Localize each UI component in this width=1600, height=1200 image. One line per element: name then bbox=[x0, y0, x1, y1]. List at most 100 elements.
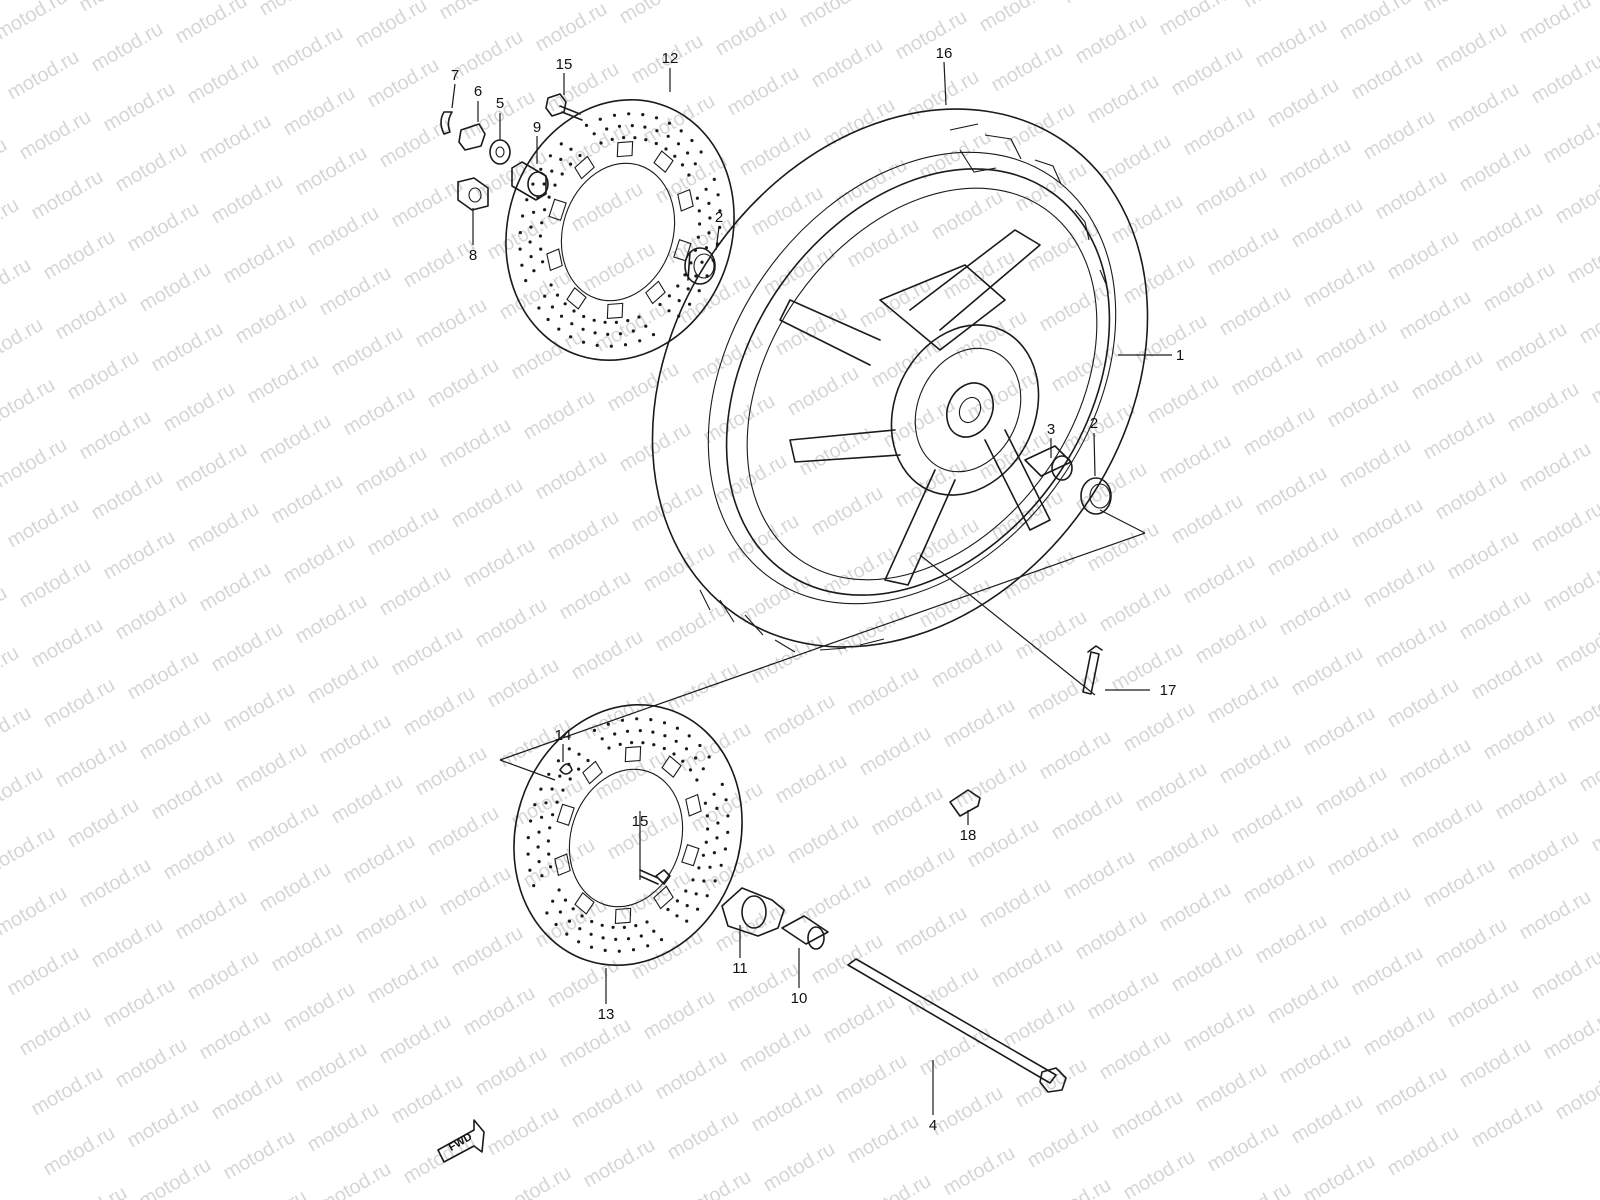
watermark-text: motod.ru bbox=[652, 598, 731, 657]
watermark-text: motod.ru bbox=[112, 138, 191, 197]
nut-shape bbox=[457, 177, 489, 211]
watermark-text: motod.ru bbox=[1204, 1118, 1283, 1177]
disc-drill-hole bbox=[687, 734, 691, 738]
disc-drill-hole bbox=[557, 888, 561, 892]
disc-drill-hole bbox=[701, 767, 705, 771]
callout-3: 3 bbox=[1047, 421, 1055, 438]
disc-drill-hole bbox=[641, 113, 645, 117]
watermark-text: motod.ru bbox=[1108, 1086, 1187, 1145]
watermark-text: motod.ru bbox=[1360, 554, 1439, 613]
disc-drill-hole bbox=[679, 129, 683, 133]
watermark-text: motod.ru bbox=[328, 322, 407, 381]
watermark-text: motod.ru bbox=[856, 722, 935, 781]
watermark-text: motod.ru bbox=[0, 642, 23, 701]
watermark-text: motod.ru bbox=[196, 558, 275, 617]
watermark-text: motod.ru bbox=[88, 466, 167, 525]
watermark-text: motod.ru bbox=[676, 1166, 755, 1200]
disc-drill-hole bbox=[557, 327, 561, 331]
disc-drill-hole bbox=[549, 283, 553, 287]
watermark-text: motod.ru bbox=[448, 474, 527, 533]
disc-drill-hole bbox=[605, 127, 609, 131]
callout-labels: 1 2 2 3 4 5 6 7 8 9 10 11 12 13 14 15 15… bbox=[451, 45, 1184, 1134]
watermark-text: motod.ru bbox=[1564, 678, 1600, 737]
watermark-text: motod.ru bbox=[1240, 850, 1319, 909]
watermark-text: motod.ru bbox=[400, 234, 479, 293]
watermark-text: motod.ru bbox=[868, 334, 947, 393]
disc-drill-hole bbox=[667, 294, 672, 298]
watermark-text: motod.ru bbox=[1240, 402, 1319, 461]
disc-drill-hole bbox=[633, 136, 637, 140]
disc-drill-hole bbox=[697, 866, 701, 870]
disc-drill-hole bbox=[626, 319, 630, 323]
disc-drill-hole bbox=[617, 949, 621, 953]
disc-drill-hole bbox=[592, 318, 596, 322]
watermark-text: motod.ru bbox=[1072, 10, 1151, 69]
watermark-text: motod.ru bbox=[1516, 886, 1595, 945]
disc-drill-hole bbox=[559, 142, 563, 146]
watermark-text: motod.ru bbox=[76, 854, 155, 913]
disc-drill-hole bbox=[590, 919, 594, 924]
watermark-text: motod.ru bbox=[1048, 786, 1127, 845]
callout-4: 4 bbox=[929, 1117, 937, 1134]
disc-carrier-slot bbox=[661, 755, 682, 779]
watermark-text: motod.ru bbox=[304, 202, 383, 261]
tire-bead bbox=[707, 151, 1117, 605]
disc-drill-hole bbox=[700, 260, 704, 264]
watermark-text: motod.ru bbox=[0, 582, 11, 641]
watermark-text: motod.ru bbox=[640, 538, 719, 597]
watermark-text: motod.ru bbox=[100, 974, 179, 1033]
disc-drill-hole bbox=[677, 314, 681, 318]
disc-drill-hole bbox=[551, 813, 555, 817]
disc-drill-hole bbox=[707, 231, 711, 235]
watermark-text: motod.ru bbox=[76, 0, 155, 16]
disc-drill-hole bbox=[533, 803, 537, 807]
watermark-text: motod.ru bbox=[1276, 582, 1355, 641]
watermark-text: motod.ru bbox=[616, 866, 695, 925]
watermark-text: motod.ru bbox=[1384, 226, 1463, 285]
watermark-text: motod.ru bbox=[292, 142, 371, 201]
watermark-text: motod.ru bbox=[1540, 558, 1600, 617]
disc-carrier-slot bbox=[685, 793, 702, 817]
watermark-text: motod.ru bbox=[904, 514, 983, 573]
watermark-text: motod.ru bbox=[40, 1122, 119, 1181]
watermark-text: motod.ru bbox=[232, 738, 311, 797]
watermark-text: motod.ru bbox=[580, 1134, 659, 1193]
callout-18: 18 bbox=[960, 827, 977, 844]
watermark-text: motod.ru bbox=[556, 118, 635, 177]
watermark-text: motod.ru bbox=[172, 438, 251, 497]
disc-drill-hole bbox=[724, 798, 728, 802]
watermark-text: motod.ru bbox=[940, 246, 1019, 305]
watermark-text: motod.ru bbox=[880, 0, 959, 4]
watermark-text: motod.ru bbox=[16, 554, 95, 613]
disc-drill-hole bbox=[528, 240, 532, 244]
disc-drill-hole bbox=[542, 182, 546, 186]
watermark-text: motod.ru bbox=[448, 26, 527, 85]
disc-drill-hole bbox=[606, 332, 610, 336]
disc-drill-hole bbox=[694, 756, 698, 760]
callout-9: 9 bbox=[533, 119, 541, 136]
disc-drill-hole bbox=[644, 324, 648, 328]
watermark-text: motod.ru bbox=[460, 982, 539, 1041]
watermark-text: motod.ru bbox=[1072, 906, 1151, 965]
disc-drill-hole bbox=[613, 732, 617, 736]
disc-drill-hole bbox=[520, 263, 524, 267]
disc-drill-hole bbox=[702, 879, 706, 883]
callout-15b: 15 bbox=[632, 813, 649, 830]
watermark-text: motod.ru bbox=[148, 766, 227, 825]
watermark-text: motod.ru bbox=[436, 0, 515, 24]
disc-drill-hole bbox=[662, 721, 667, 725]
watermark-text: motod.ru bbox=[1456, 586, 1535, 645]
disc-drill-hole bbox=[720, 782, 724, 787]
watermark-text: motod.ru bbox=[784, 810, 863, 869]
watermark-text: motod.ru bbox=[280, 530, 359, 589]
watermark-text: motod.ru bbox=[1516, 438, 1595, 497]
watermark-text: motod.ru bbox=[1348, 942, 1427, 1001]
watermark-text: motod.ru bbox=[1012, 1054, 1091, 1113]
watermark-text: motod.ru bbox=[508, 326, 587, 385]
castle-nut-shape bbox=[458, 123, 486, 151]
watermark-text: motod.ru bbox=[1012, 606, 1091, 665]
disc-drill-hole bbox=[701, 853, 706, 857]
disc-drill-hole bbox=[526, 852, 530, 856]
watermark-text: motod.ru bbox=[1264, 522, 1343, 581]
watermark-text: motod.ru bbox=[136, 1154, 215, 1200]
